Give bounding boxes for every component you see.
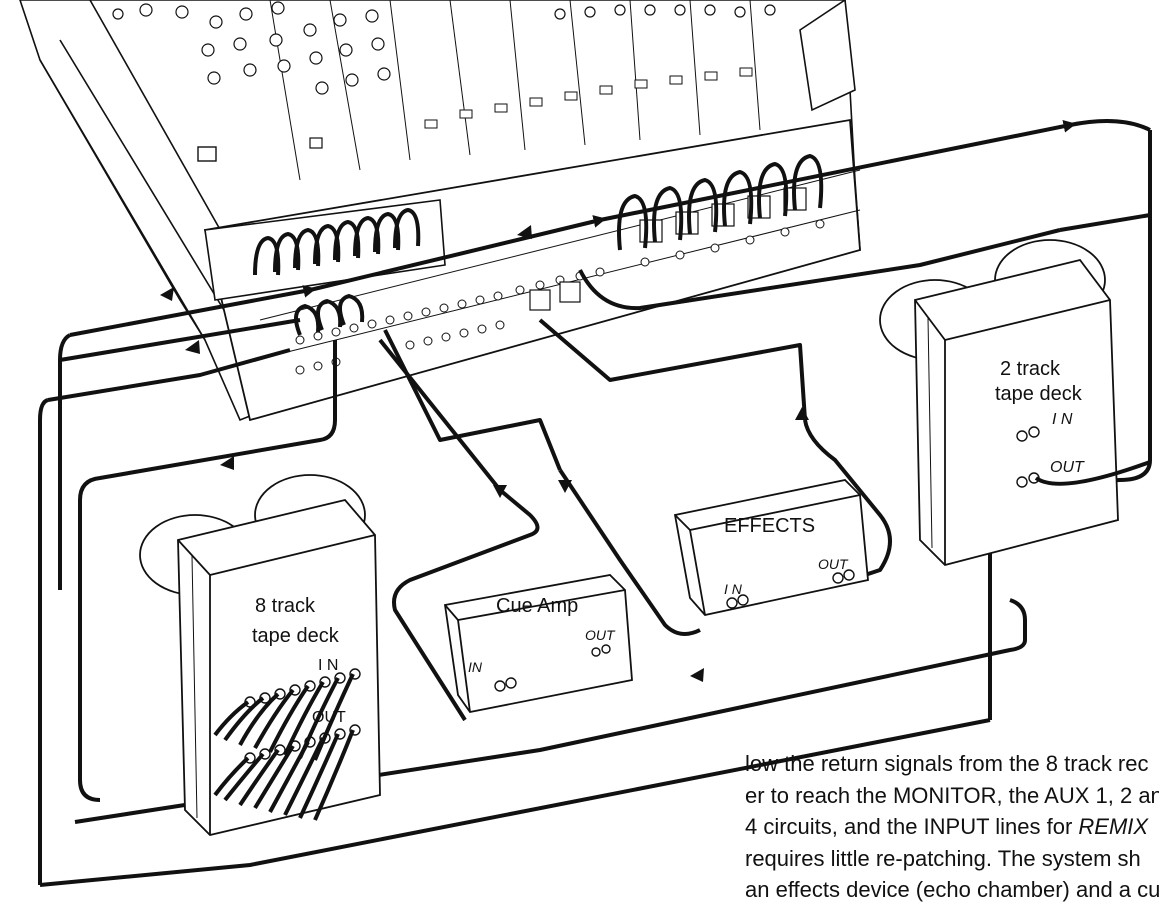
eight-track-out-label: OUT: [312, 709, 346, 726]
body-text-line-1: low the return signals from the 8 track …: [745, 748, 1159, 780]
body-text: low the return signals from the 8 track …: [745, 748, 1159, 906]
body-text-line-4: requires little re-patching. The system …: [745, 843, 1159, 875]
two-track-in-label: I N: [1052, 411, 1073, 428]
body-text-line-3-start: 4 circuits, and the INPUT lines for: [745, 814, 1078, 839]
two-track-out-label: OUT: [1050, 459, 1085, 476]
eight-track-in-label: I N: [318, 657, 338, 674]
effects-unit: [675, 480, 868, 615]
eight-track-label-line1: 8 track: [255, 595, 316, 617]
cue-amp-in-label: IN: [468, 659, 483, 675]
eight-track-tape-deck: [140, 475, 380, 835]
body-text-line-2: er to reach the MONITOR, the AUX 1, 2 an: [745, 780, 1159, 812]
cue-amp-out-label: OUT: [585, 627, 616, 643]
two-track-label-line2: tape deck: [995, 383, 1083, 405]
body-text-line-5: an effects device (echo chamber) and a c…: [745, 874, 1159, 906]
cue-amp-title: Cue Amp: [496, 595, 578, 617]
effects-out-label: OUT: [818, 556, 849, 572]
two-track-label-line1: 2 track: [1000, 358, 1061, 380]
body-text-remix: REMIX: [1078, 814, 1148, 839]
effects-in-label: I N: [724, 581, 743, 597]
eight-track-label-line2: tape deck: [252, 625, 340, 647]
body-text-line-3: 4 circuits, and the INPUT lines for REMI…: [745, 811, 1159, 843]
effects-title: EFFECTS: [724, 515, 815, 537]
